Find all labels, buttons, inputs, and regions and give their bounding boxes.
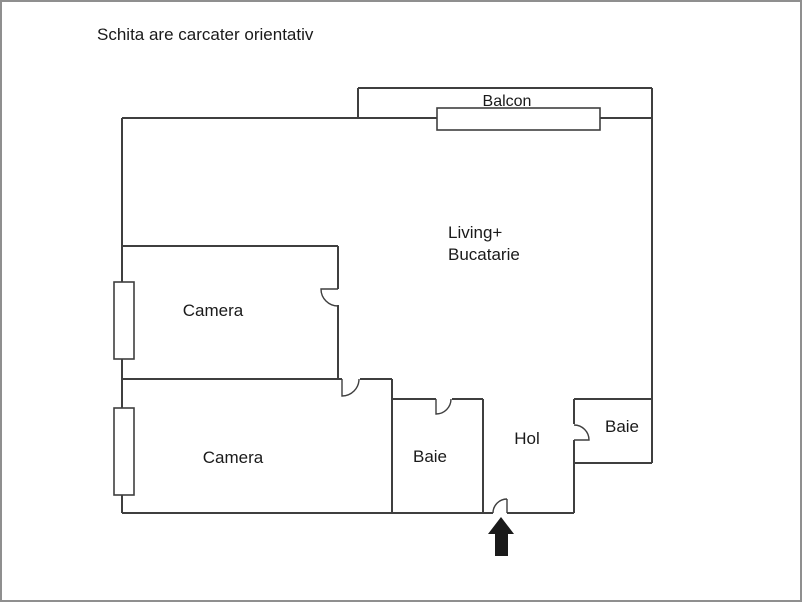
interior-walls xyxy=(122,245,652,513)
room-label-camera-top: Camera xyxy=(183,301,244,320)
room-label-baie-right: Baie xyxy=(605,417,639,436)
window-symbol-camera1 xyxy=(113,281,135,360)
room-label-balcony: Balcon xyxy=(483,93,532,110)
room-label-living-line2: Bucatarie xyxy=(448,245,520,264)
balcony-outline xyxy=(357,87,652,118)
window-symbol-balcony xyxy=(436,107,601,131)
window-symbols xyxy=(113,107,601,496)
room-label-living-line1: Living+ xyxy=(448,223,502,242)
door-swing-camera1 xyxy=(320,288,339,307)
door-swing-camera2 xyxy=(341,378,360,397)
window-symbol-camera2 xyxy=(113,407,135,496)
room-label-camera-bottom: Camera xyxy=(203,448,264,467)
door-symbols xyxy=(320,288,590,514)
door-swing-baie-middle xyxy=(435,398,452,415)
room-label-hol: Hol xyxy=(514,429,540,448)
door-swing-entrance xyxy=(492,498,508,514)
door-swing-baie-right xyxy=(573,424,590,441)
entrance-arrow-icon xyxy=(488,517,514,556)
room-label-baie-middle: Baie xyxy=(413,447,447,466)
plan-disclaimer-title: Schita are carcater orientativ xyxy=(97,25,314,44)
